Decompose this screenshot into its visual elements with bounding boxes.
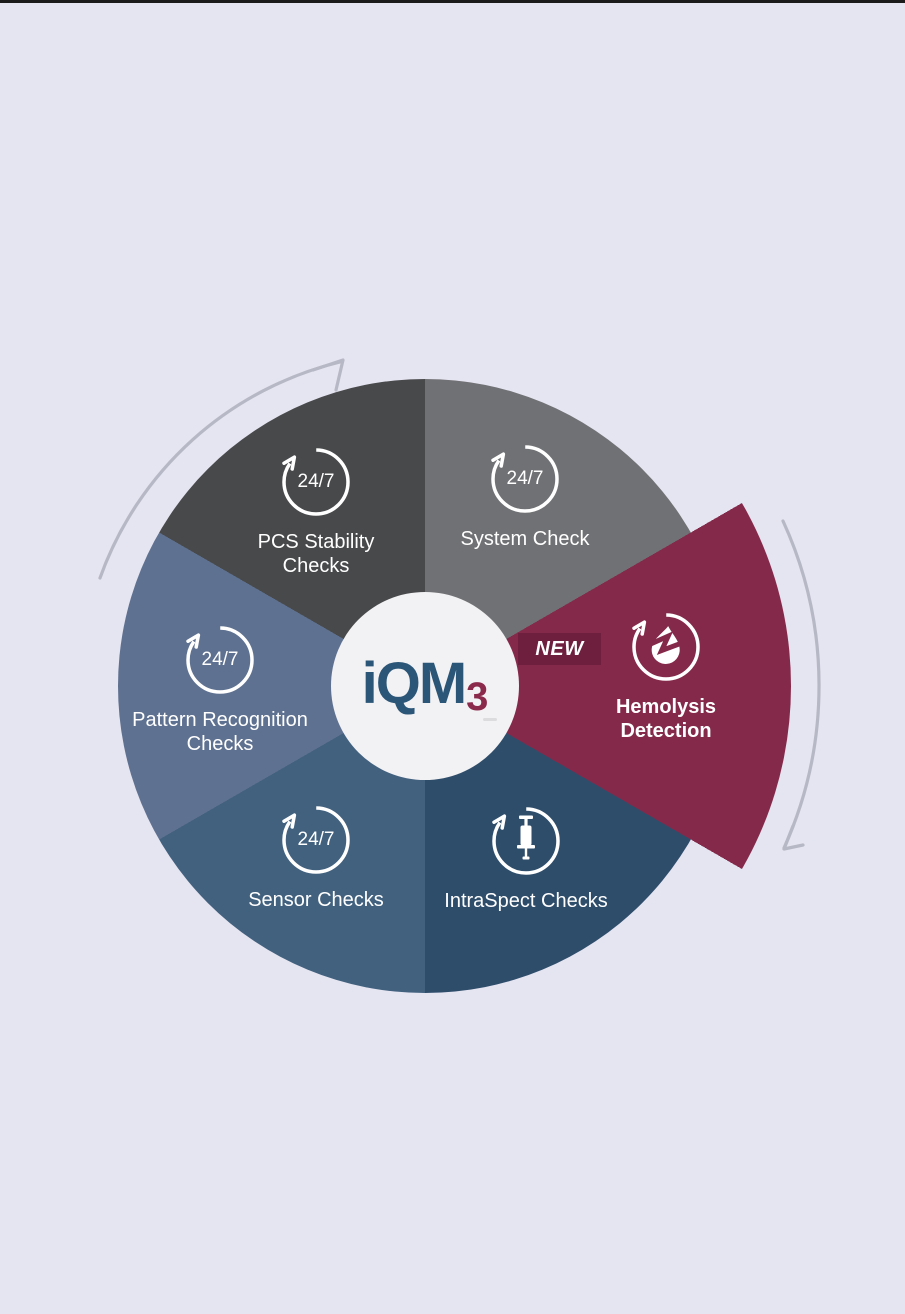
center-logo-circle: iQM 3 <box>331 592 519 780</box>
new-badge: NEW <box>518 633 601 665</box>
24-7-cycle-icon: 24/7 <box>180 620 260 700</box>
logo-trademark-mark <box>483 718 497 721</box>
24-7-cycle-icon: 24/7 <box>485 439 565 519</box>
segment-label: System Check <box>460 528 590 550</box>
segment-label: Pattern Recognition <box>132 709 308 731</box>
badge-24-7: 24/7 <box>297 829 335 850</box>
top-border <box>0 0 905 3</box>
syringe-cycle-icon <box>486 801 566 881</box>
iqm3-logo: iQM 3 <box>361 651 489 719</box>
segment-sensor-checks: 24/7 Sensor Checks <box>206 800 426 912</box>
logo-text: iQM <box>361 651 468 716</box>
badge-24-7: 24/7 <box>506 468 544 489</box>
segment-intraspect-checks: IntraSpect Checks <box>416 801 636 913</box>
badge-24-7: 24/7 <box>297 471 335 492</box>
blood-drop-cycle-icon <box>626 607 706 687</box>
segment-label: IntraSpect Checks <box>444 890 608 912</box>
segment-pcs-stability-checks: 24/7 PCS Stability Checks <box>206 442 426 578</box>
segment-label-line2: Checks <box>282 555 350 577</box>
segment-pattern-recognition-checks: 24/7 Pattern Recognition Checks <box>100 620 340 756</box>
segment-label: PCS Stability <box>257 531 375 553</box>
segment-hemolysis-detection: Hemolysis Detection <box>556 607 776 743</box>
segment-label-line2: Checks <box>186 733 254 755</box>
segment-system-check: 24/7 System Check <box>415 439 635 551</box>
24-7-cycle-icon: 24/7 <box>276 442 356 522</box>
badge-24-7: 24/7 <box>201 649 239 670</box>
segment-label: Sensor Checks <box>248 889 384 911</box>
new-badge-label: NEW <box>535 637 584 660</box>
segment-label: Hemolysis <box>615 696 717 718</box>
logo-suffix: 3 <box>466 675 489 719</box>
24-7-cycle-icon: 24/7 <box>276 800 356 880</box>
arrow-right-icon <box>781 519 821 851</box>
segment-label-line2: Detection <box>620 720 712 742</box>
